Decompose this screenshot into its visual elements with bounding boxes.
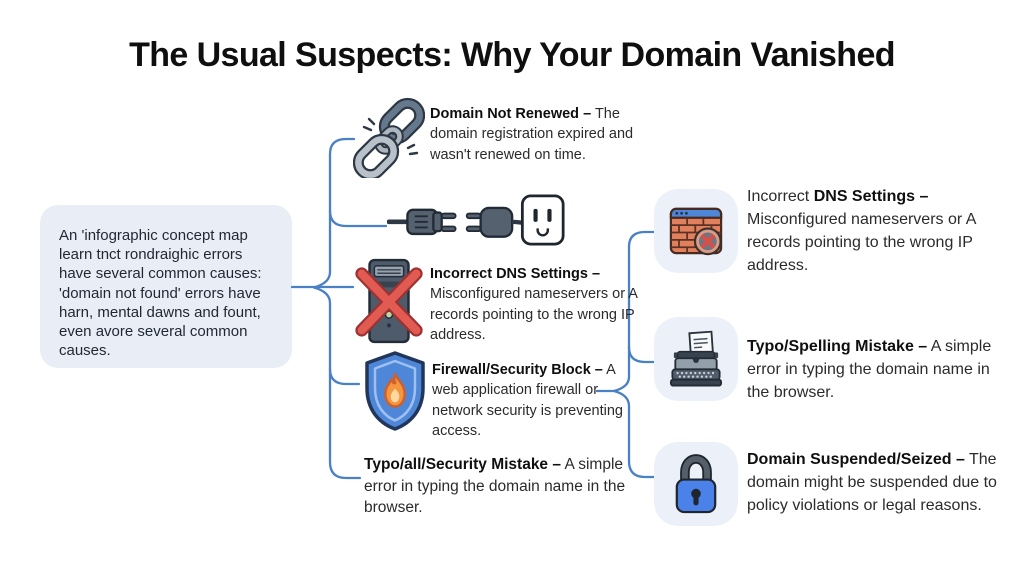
cause-description: A simple error in typing the domain name…	[747, 338, 992, 401]
cause-title: Domain Not Renewed	[430, 106, 580, 122]
cause-title: Typo/all/Security Mistake	[364, 456, 549, 473]
cause-typo-mistake: Typo/all/Security Mistake – A simple err…	[364, 454, 648, 519]
cause-title: Incorrect DNS Settings	[430, 266, 588, 282]
cause-domain-not-renewed: Domain Not Renewed – The domain registra…	[430, 104, 668, 165]
padlock-icon	[675, 454, 717, 514]
dash-separator: –	[591, 266, 601, 282]
dash-separator: –	[919, 188, 929, 205]
server-error-icon	[350, 256, 428, 346]
cause-title: DNS Settings	[813, 188, 916, 205]
cause-domain-suspended: Domain Suspended/Seized – The domain mig…	[747, 449, 1011, 518]
unplugged-power-icon	[387, 187, 565, 253]
intro-box: An 'infographic concept map learn tnct r…	[40, 205, 292, 368]
broken-chain-icon	[353, 96, 425, 178]
dash-separator: –	[594, 362, 603, 378]
dash-separator: –	[583, 106, 592, 122]
firewall-shield-icon	[361, 350, 429, 432]
cause-firewall-block: Firewall/Security Block – A web applicat…	[432, 360, 624, 441]
dash-separator: –	[552, 456, 561, 473]
cause-description: Misconfigured nameservers or A records p…	[430, 286, 638, 343]
cause-description: A simple error in typing the domain name…	[364, 456, 626, 517]
page-title: The Usual Suspects: Why Your Domain Vani…	[129, 36, 895, 74]
cause-description: The domain might be suspended due to pol…	[747, 451, 997, 514]
cause-title: Typo/Spelling Mistake	[747, 338, 914, 355]
cause-title: Domain Suspended/Seized	[747, 451, 952, 468]
dash-separator: –	[918, 338, 928, 355]
cause-description: A web application firewall or network se…	[432, 362, 623, 439]
intro-box-text: An 'infographic concept map learn tnct r…	[59, 227, 262, 360]
typewriter-icon	[669, 330, 723, 387]
cause-title: Firewall/Security Block	[432, 362, 591, 378]
cause-incorrect-dns: Incorrect DNS Settings – Misconfigured n…	[430, 264, 650, 345]
cause-title-prefix: Incorrect	[747, 188, 810, 205]
cause-description: The domain registration expired and wasn…	[430, 106, 634, 163]
cause-incorrect-dns-right: Incorrect DNS Settings – Misconfigured n…	[747, 186, 991, 278]
dash-separator: –	[955, 451, 965, 468]
firewall-brick-icon	[669, 207, 723, 256]
firewall-brick-tile	[654, 189, 738, 273]
cause-description: Misconfigured nameservers or A records p…	[747, 210, 976, 274]
typewriter-tile	[654, 317, 738, 401]
cause-typo-spelling: Typo/Spelling Mistake – A simple error i…	[747, 336, 995, 405]
padlock-tile	[654, 442, 738, 526]
